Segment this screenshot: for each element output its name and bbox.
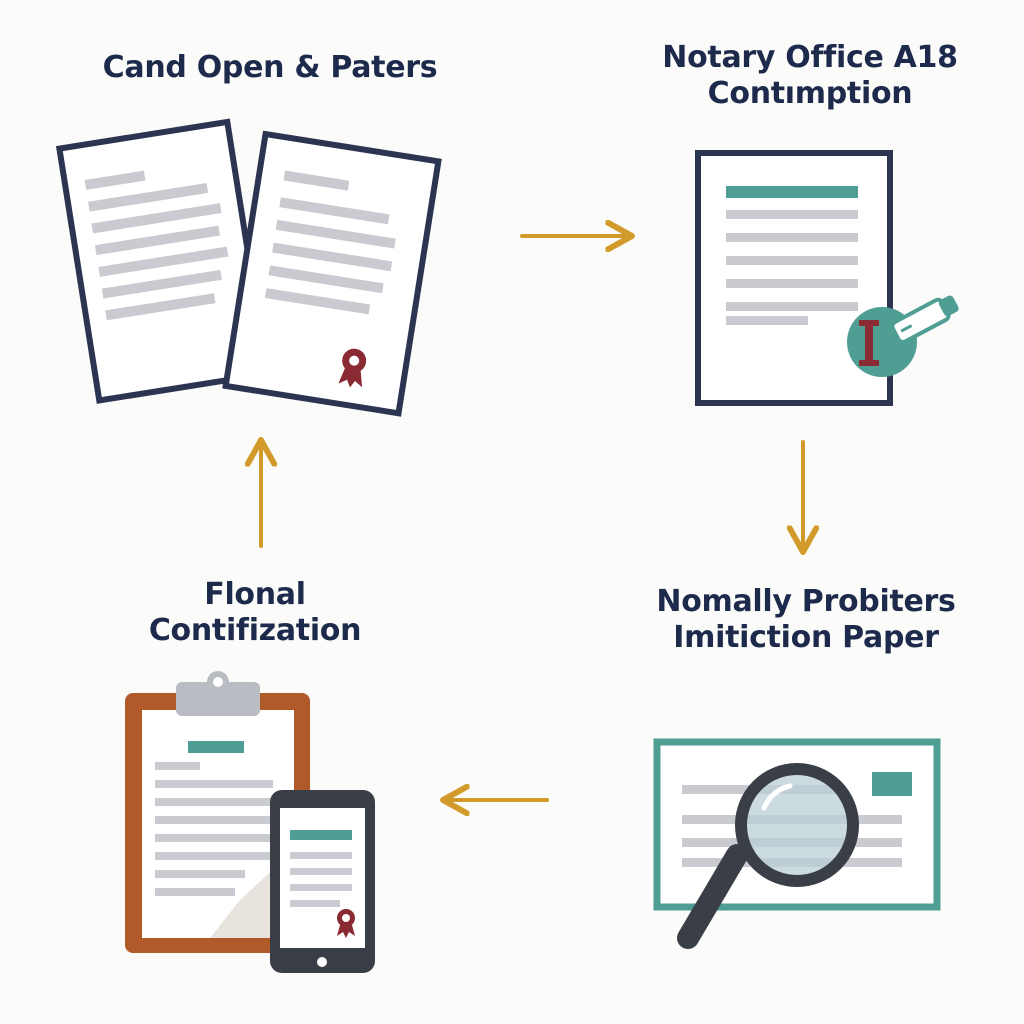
notarized-document-with-stamp-icon (695, 150, 959, 406)
step-4-label: Flonal Contifization (90, 577, 420, 649)
step-2-label-line-1: Notary Office A18 (662, 40, 958, 75)
step-1-label-line-1: Cand Open & Paters (102, 50, 438, 85)
clipboard-and-phone-icon (125, 671, 375, 973)
step-4-label-line-1: Flonal (204, 577, 306, 612)
step-2-label: Notary Office A18 Contımption (600, 40, 1020, 112)
step-2-label-line-2: Contımption (707, 76, 913, 111)
step-3-label: Nomally Probiters Imitiction Paper (594, 584, 1018, 656)
step-4-label-line-2: Contifization (148, 613, 362, 648)
step-3-label-line-2: Imitiction Paper (673, 620, 939, 655)
step-3-label-line-1: Nomally Probiters (656, 584, 956, 619)
two-documents-icon (55, 118, 442, 417)
step-1-label: Cand Open & Paters (60, 50, 480, 86)
document-with-magnifying-glass-icon (653, 738, 941, 949)
